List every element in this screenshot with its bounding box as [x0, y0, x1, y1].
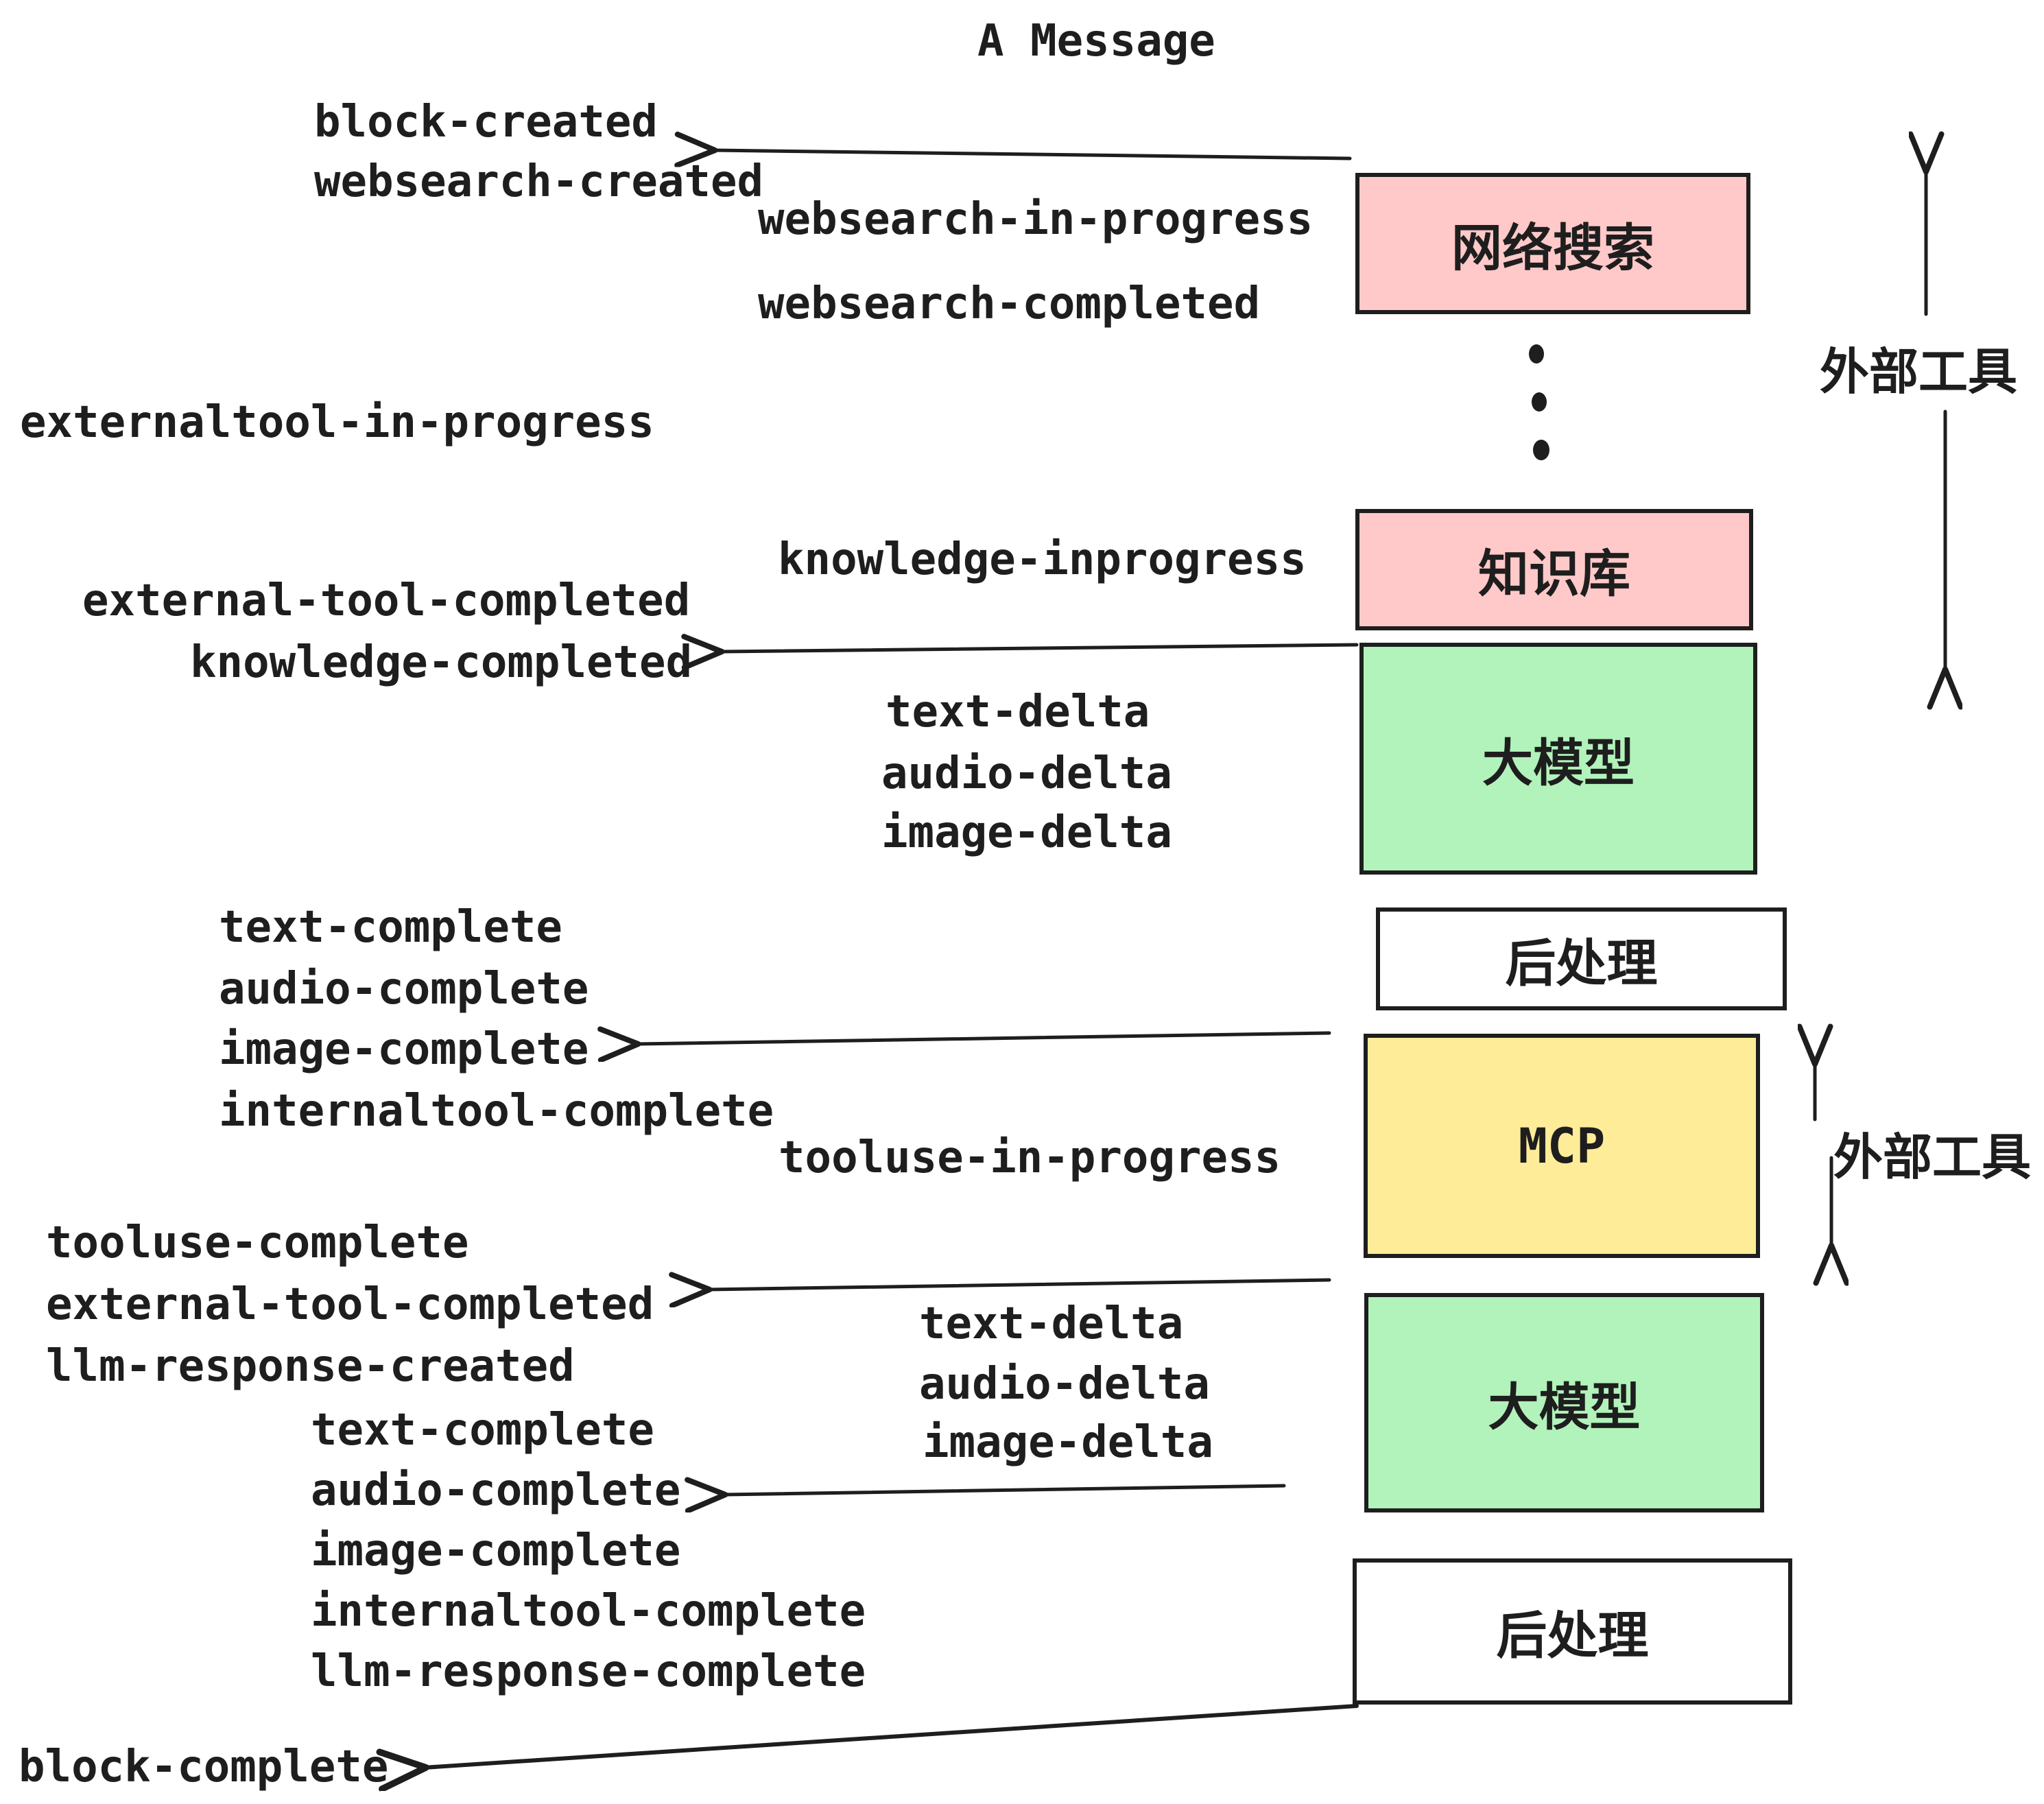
event-external-tool-completed: external-tool-completed	[82, 575, 691, 626]
box-mcp-label: MCP	[1518, 1117, 1606, 1174]
event-knowledge-completed: knowledge-completed	[190, 637, 693, 688]
arrow-to-audio-complete	[724, 1486, 1286, 1495]
box-mcp: MCP	[1364, 1034, 1760, 1258]
event-audio-delta: audio-delta	[881, 748, 1172, 799]
box-postprocess-1-label: 后处理	[1505, 934, 1658, 992]
box-llm-2: 大模型	[1364, 1293, 1764, 1512]
event-image-delta: image-delta	[881, 807, 1172, 858]
diagram-title: A Message	[977, 16, 1215, 67]
event-audio-complete: audio-complete	[219, 964, 589, 1014]
box-llm-2-label: 大模型	[1488, 1378, 1641, 1436]
arrow-to-image-complete	[637, 1033, 1331, 1044]
event-tooluse-complete: tooluse-complete	[46, 1218, 469, 1268]
event-external-tool-completed-2: external-tool-completed	[46, 1279, 654, 1330]
box-websearch: 网络搜索	[1355, 173, 1750, 314]
event-audio-delta-2: audio-delta	[919, 1359, 1210, 1410]
event-text-complete: text-complete	[219, 902, 562, 953]
event-image-complete: image-complete	[219, 1024, 589, 1075]
external-tools-bottom-label: 外部工具	[1833, 1130, 2032, 1185]
event-text-complete-2: text-complete	[311, 1405, 654, 1456]
event-llm-response-created: llm-response-created	[46, 1341, 575, 1392]
box-postprocess-2-label: 后处理	[1496, 1607, 1649, 1664]
event-audio-complete-2: audio-complete	[311, 1465, 681, 1516]
box-llm-1: 大模型	[1359, 643, 1757, 875]
event-llm-response-complete: llm-response-complete	[311, 1646, 866, 1697]
event-internaltool-complete-2: internaltool-complete	[311, 1586, 866, 1637]
event-image-delta-2: image-delta	[923, 1417, 1213, 1468]
box-postprocess-2: 后处理	[1353, 1558, 1792, 1705]
event-tooluse-in-progress: tooluse-in-progress	[779, 1132, 1281, 1183]
event-websearch-in-progress: websearch-in-progress	[758, 194, 1314, 245]
event-externaltool-in-progress: externaltool-in-progress	[20, 397, 654, 448]
box-websearch-label: 网络搜索	[1451, 219, 1654, 276]
event-text-delta: text-delta	[886, 687, 1150, 737]
arrow-to-block-created	[713, 150, 1352, 158]
event-internaltool-complete: internaltool-complete	[219, 1086, 774, 1137]
event-websearch-completed: websearch-completed	[758, 278, 1261, 329]
event-knowledge-inprogress: knowledge-inprogress	[778, 534, 1307, 585]
event-image-complete-2: image-complete	[311, 1526, 681, 1576]
vertical-dots-icon	[1529, 344, 1549, 460]
box-postprocess-1: 后处理	[1376, 907, 1787, 1010]
event-block-complete: block-complete	[19, 1742, 389, 1792]
external-tools-top-label: 外部工具	[1820, 345, 2018, 400]
arrow-to-tooluse-complete	[708, 1280, 1331, 1290]
event-websearch-created: websearch-created	[314, 156, 764, 207]
arrow-to-block-complete	[424, 1704, 1359, 1768]
box-knowledge: 知识库	[1355, 509, 1753, 630]
box-llm-1-label: 大模型	[1482, 734, 1635, 792]
event-text-delta-2: text-delta	[919, 1298, 1184, 1349]
event-block-created: block-created	[314, 97, 658, 147]
box-knowledge-label: 知识库	[1478, 545, 1630, 602]
arrow-to-knowledge-completed	[720, 645, 1359, 652]
